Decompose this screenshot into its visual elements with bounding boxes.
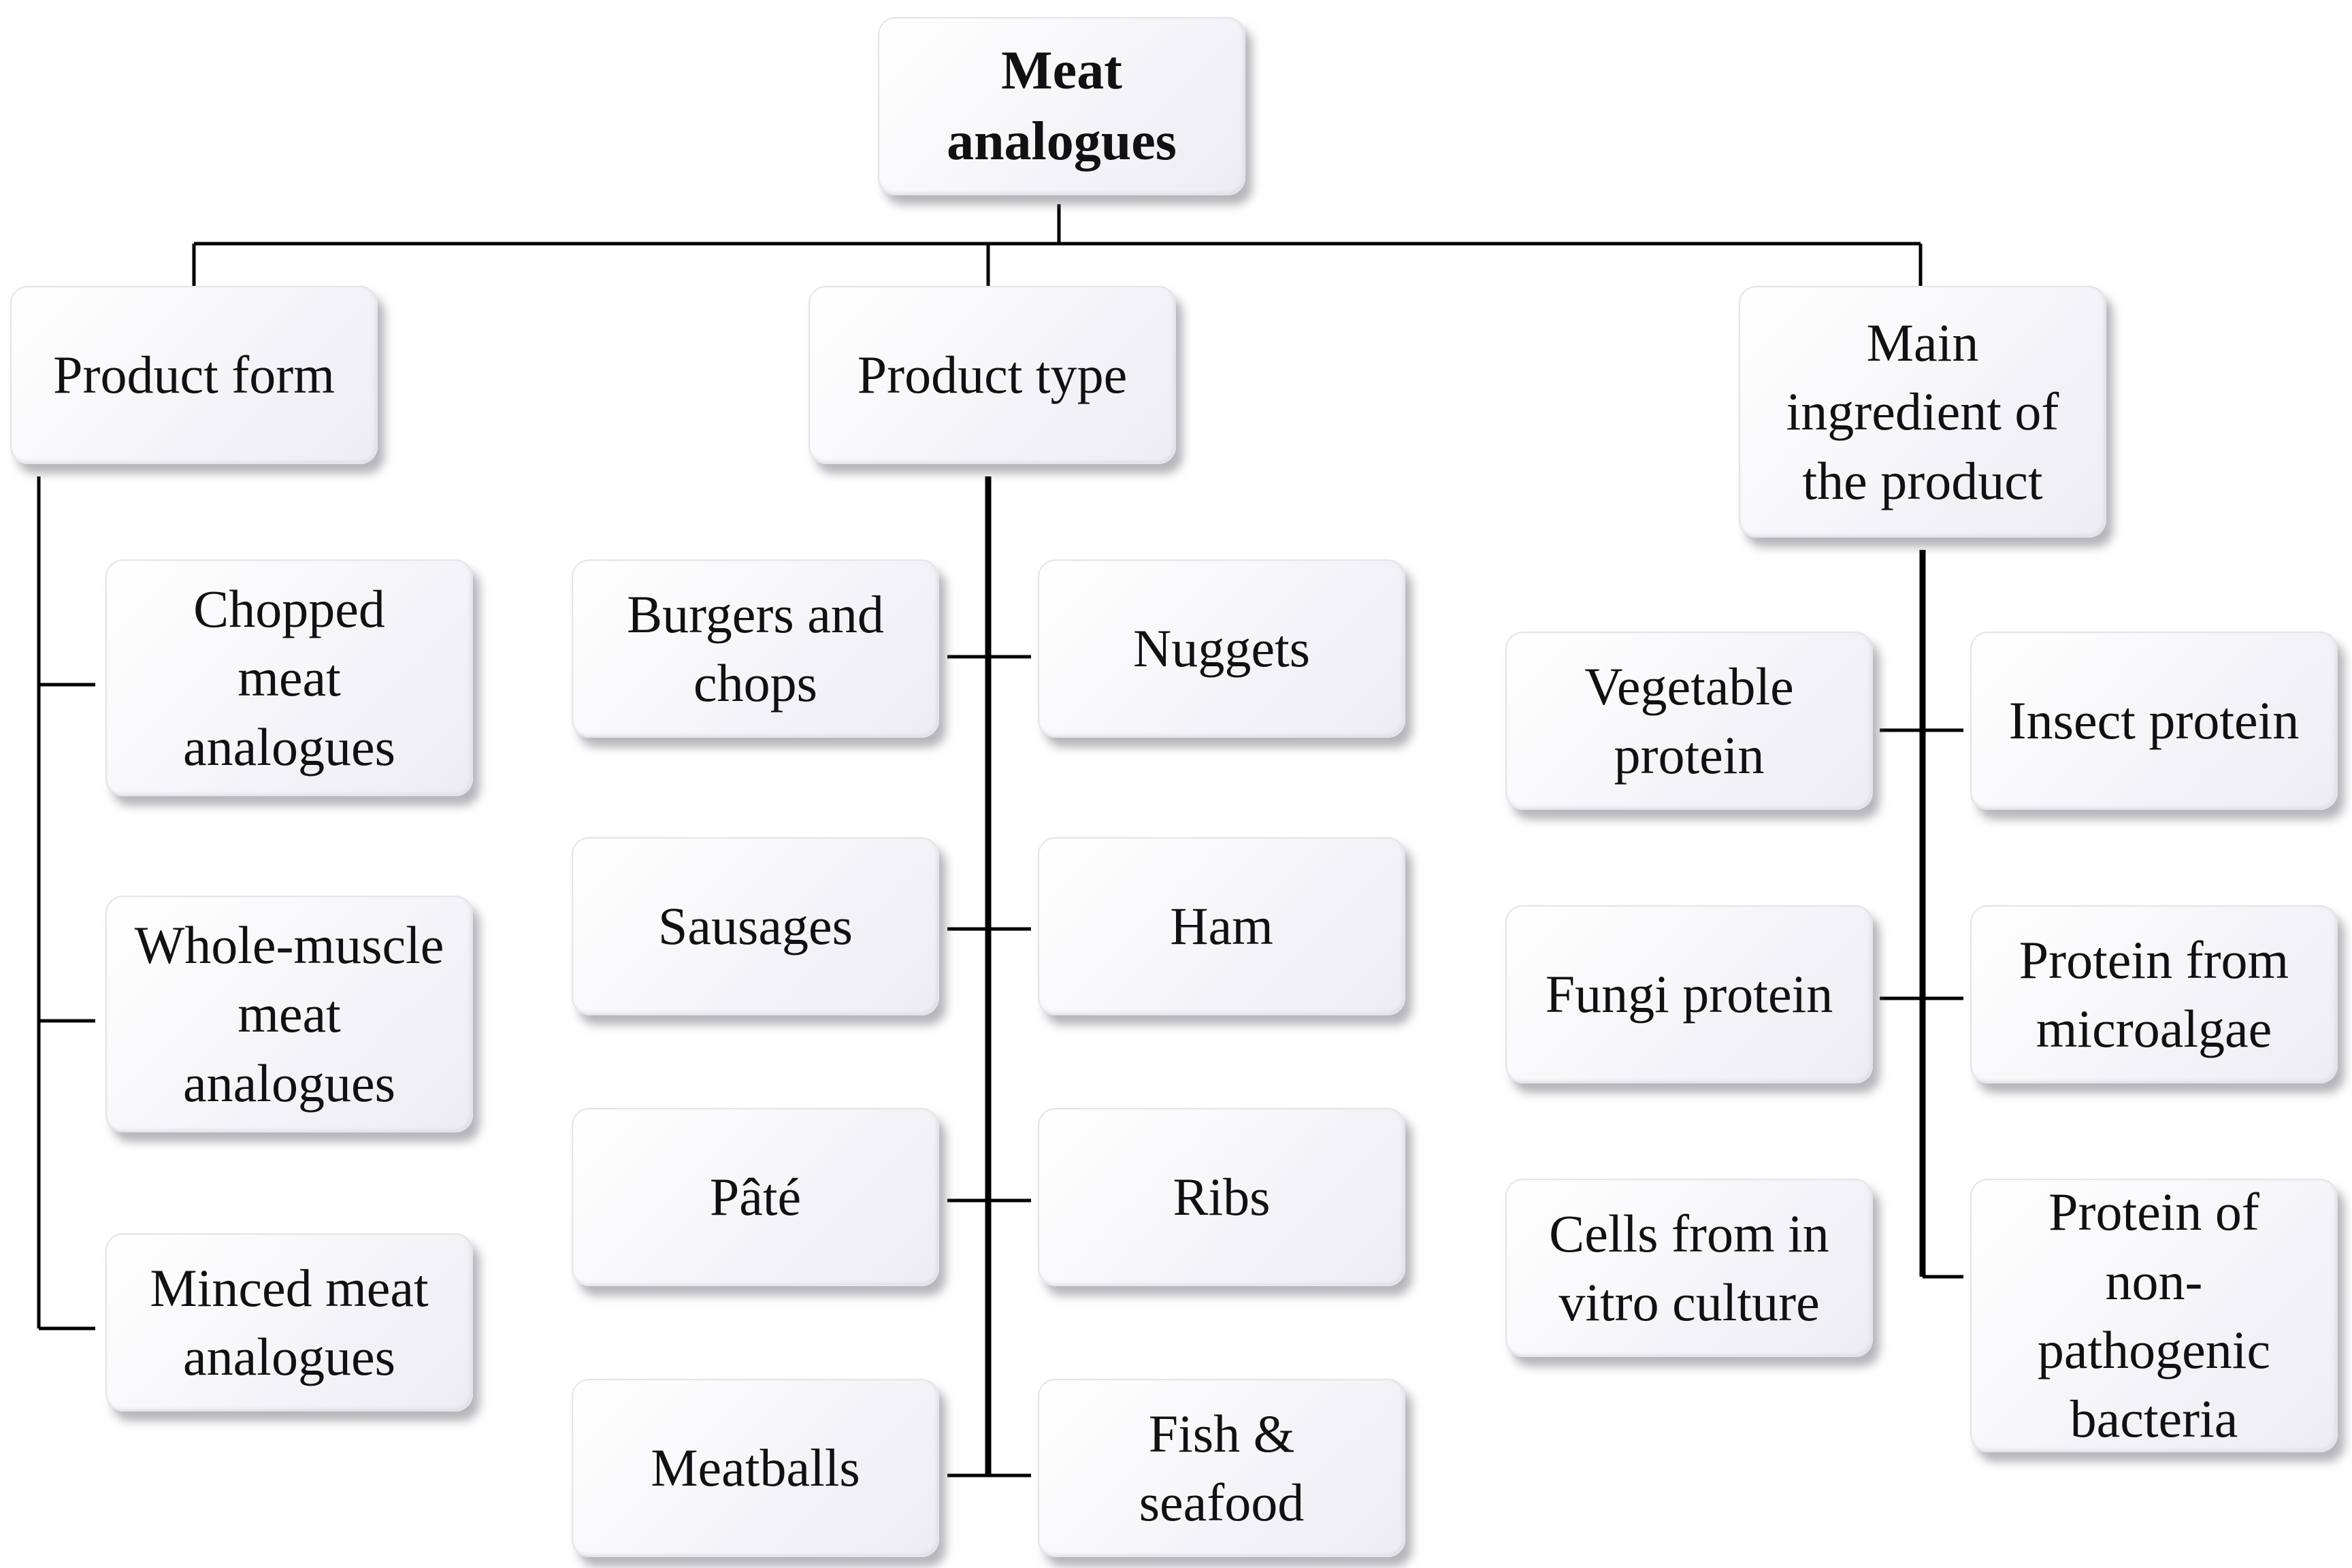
product-type-item: Sausages [572,837,939,1015]
root-node: Meat analogues [878,17,1245,195]
main-ingredient-item: Cells from in vitro culture [1505,1179,1873,1357]
product-type-item: Meatballs [572,1379,939,1557]
product-type-item: Ribs [1038,1108,1405,1286]
product-type-item: Nuggets [1038,559,1405,738]
product-type-item: Ham [1038,837,1405,1015]
product-type-item: Pâté [572,1108,939,1286]
product-type-item: Burgers and chops [572,559,939,738]
product-form-item: Chopped meat analogues [105,559,473,796]
main-ingredient-item: Fungi protein [1505,905,1873,1083]
product-form-item: Whole-muscle meat analogues [105,896,473,1132]
product-type-node: Product type [808,286,1176,464]
main-ingredient-item: Protein from microalgae [1970,905,2338,1083]
main-ingredient-node: Main ingredient of the product [1739,286,2106,538]
product-form-item: Minced meat analogues [105,1233,473,1411]
product-form-node: Product form [10,286,378,464]
main-ingredient-item: Protein of non-pathogenic bacteria [1970,1179,2338,1452]
main-ingredient-item: Insect protein [1970,632,2338,810]
product-type-item: Fish & seafood [1038,1379,1405,1557]
main-ingredient-item: Vegetable protein [1505,632,1873,810]
